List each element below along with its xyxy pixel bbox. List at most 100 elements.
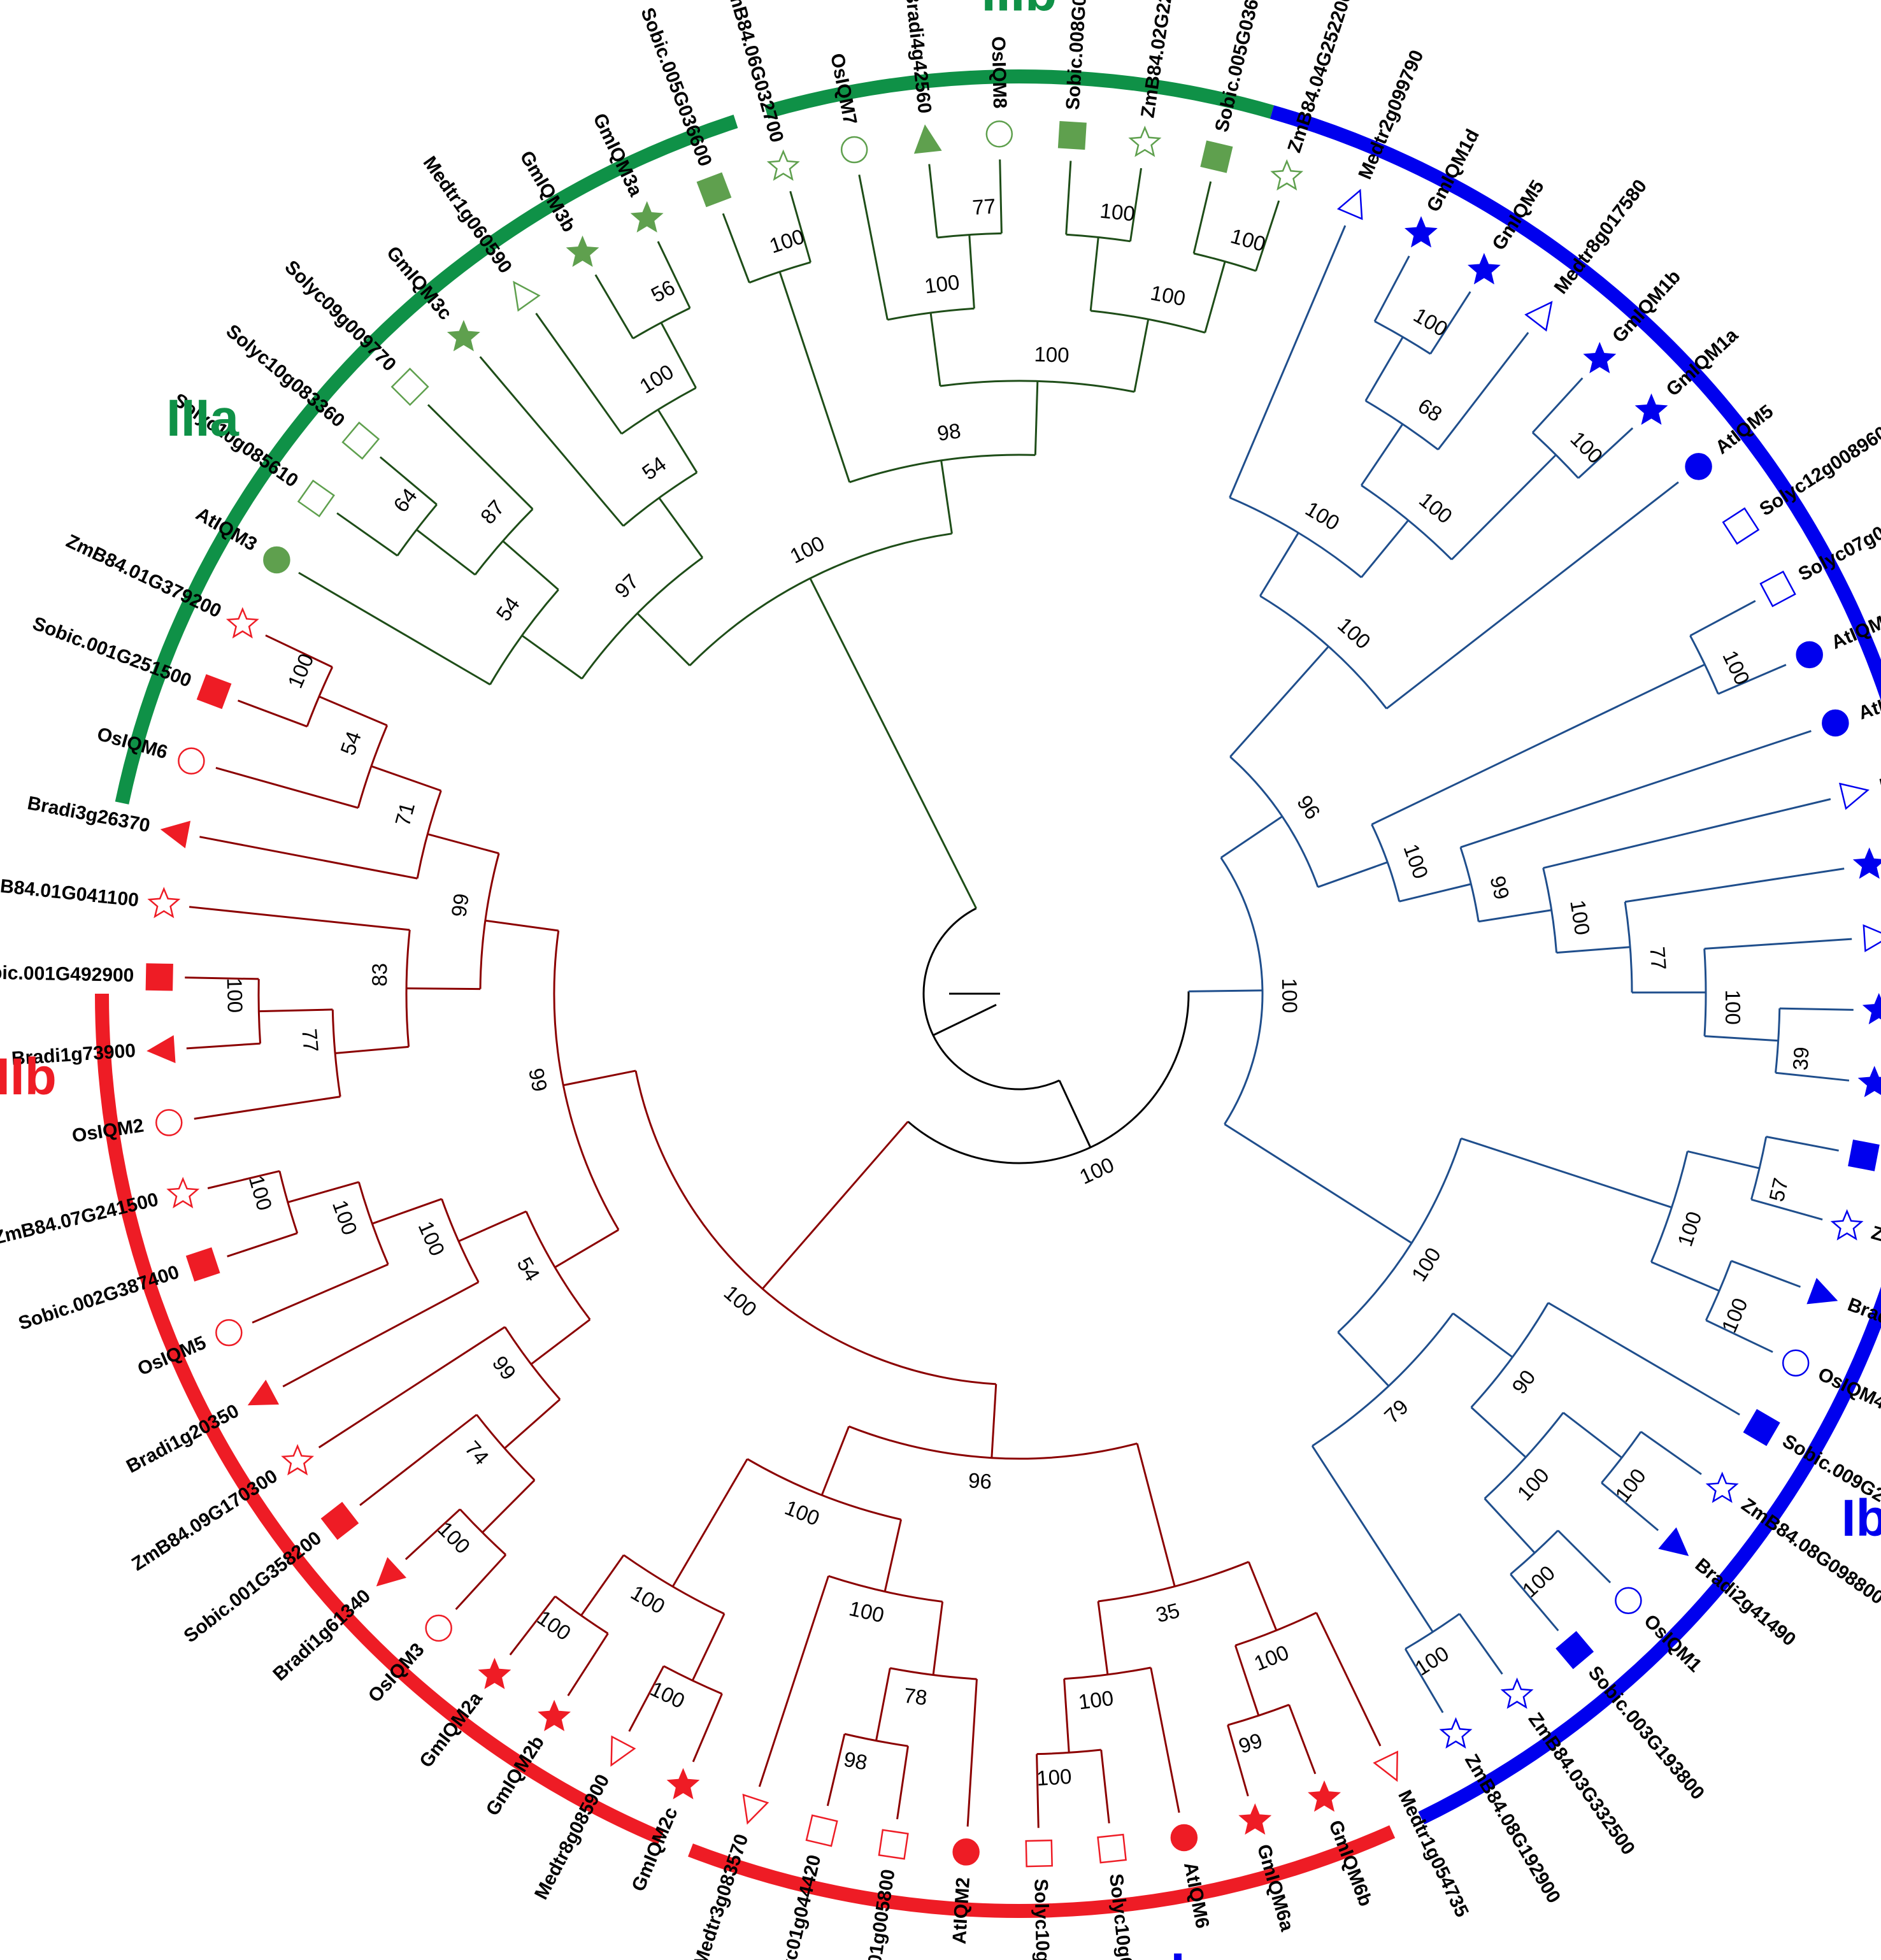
square-marker-icon [696, 172, 732, 208]
tip-label: ZmB84.03G332500 [1524, 1709, 1639, 1859]
tip-label: Bradi3g26370 [25, 792, 152, 836]
tip-label: ZmB84.02G225300 [1137, 0, 1182, 119]
bootstrap-value: 100 [847, 1596, 887, 1627]
circle-marker-icon [1796, 641, 1823, 669]
tip-label: ZmB84.06G178600 [1869, 1222, 1881, 1289]
branch [215, 767, 359, 809]
branch [521, 634, 583, 680]
branch [298, 571, 491, 685]
branch-arc [1405, 1613, 1461, 1650]
star-marker-icon [666, 1768, 700, 1799]
circle-marker-icon [425, 1614, 452, 1642]
branch [1364, 336, 1404, 401]
bootstrap-value: 77 [971, 194, 996, 219]
branch [1227, 1724, 1249, 1797]
branch [563, 1069, 636, 1087]
bootstrap-value: 39 [1788, 1046, 1813, 1071]
square-marker-icon [1743, 1408, 1780, 1447]
branch [1259, 532, 1299, 597]
bootstrap-value: 100 [1721, 990, 1745, 1025]
bootstrap-value: 100 [1415, 488, 1457, 529]
branch [1461, 1137, 1672, 1208]
star-marker-icon [630, 201, 664, 233]
circle-marker-icon [155, 1109, 183, 1136]
branch-arc [828, 1575, 943, 1603]
branch-arc [849, 454, 1036, 483]
tip-label: ZmB84.01G041100 [0, 873, 139, 911]
branch [1234, 1645, 1260, 1716]
clade-label-iiia: IIIa [166, 389, 240, 447]
branch [1036, 1754, 1040, 1828]
branch [883, 1519, 903, 1592]
branch [1450, 454, 1557, 561]
branch-arc [357, 1182, 389, 1265]
bootstrap-value: 54 [638, 452, 670, 485]
branch [1731, 1260, 1801, 1288]
bootstrap-value: 100 [786, 531, 828, 568]
bootstrap-value: 100 [1278, 978, 1302, 1013]
square-marker-icon [1722, 507, 1760, 545]
branch [1133, 318, 1150, 392]
branch [1089, 237, 1099, 311]
star-marker-icon [566, 235, 599, 268]
tree-branches [185, 159, 1854, 1828]
bootstrap-value: 100 [1301, 497, 1343, 535]
branch [554, 1229, 619, 1268]
star-marker-icon [1830, 1209, 1864, 1241]
bootstrap-value: 96 [968, 1468, 992, 1493]
branch [1556, 946, 1631, 954]
triangle-marker-icon [610, 1735, 636, 1767]
clade-label-ib: Ib [1842, 1489, 1881, 1547]
branch [1229, 225, 1347, 498]
bootstrap-value: 56 [647, 275, 679, 307]
branch [1100, 1749, 1110, 1824]
square-marker-icon [341, 421, 380, 460]
triangle-marker-icon [513, 280, 541, 312]
branch-arc [940, 380, 1135, 393]
branch-arc [357, 725, 389, 808]
bootstrap-value: 99 [1485, 873, 1514, 901]
star-marker-icon [766, 149, 800, 181]
branch-arc [1064, 1666, 1151, 1680]
branch [318, 696, 388, 727]
branch [1337, 1331, 1390, 1387]
branch [1766, 1136, 1839, 1152]
branch-arc [689, 533, 952, 666]
bootstrap-value: 98 [936, 418, 962, 445]
star-marker-icon [166, 1177, 200, 1208]
branch [1065, 161, 1072, 235]
branch [657, 409, 698, 473]
bootstrap-value: 100 [1406, 1243, 1445, 1285]
branch-arc [922, 907, 1060, 1091]
bootstrap-value: 98 [842, 1747, 869, 1775]
bootstrap-value: 100 [766, 224, 807, 257]
branch [636, 612, 690, 666]
branch [628, 1665, 665, 1732]
bootstrap-value: 100 [1148, 281, 1187, 311]
square-marker-icon [1556, 1631, 1594, 1670]
branch-arc [1234, 1612, 1317, 1647]
branch [940, 460, 953, 534]
branch [1510, 1573, 1559, 1631]
triangle-marker-icon [1838, 782, 1870, 810]
bootstrap-value: 35 [1154, 1598, 1182, 1627]
branch [1751, 1198, 1823, 1220]
branch-arc [1227, 1703, 1290, 1726]
bootstrap-value: 57 [1764, 1176, 1792, 1204]
triangle-marker-icon [1806, 1278, 1838, 1305]
branch [594, 274, 634, 340]
clade-arc-iiia [115, 115, 738, 805]
bootstrap-value: 100 [414, 1218, 450, 1259]
square-marker-icon [320, 1501, 359, 1540]
tip-label: AtIQM3 [192, 503, 261, 555]
branch [416, 529, 476, 576]
triangle-marker-icon [1863, 924, 1881, 952]
bootstrap-value: 100 [1717, 1294, 1752, 1336]
branch [1601, 1482, 1659, 1531]
branch [722, 213, 750, 283]
branch [371, 765, 441, 792]
branch [1650, 1261, 1720, 1292]
bootstrap-value: 99 [488, 1352, 521, 1385]
bootstrap-value: 74 [461, 1436, 494, 1470]
branch [482, 1479, 536, 1533]
